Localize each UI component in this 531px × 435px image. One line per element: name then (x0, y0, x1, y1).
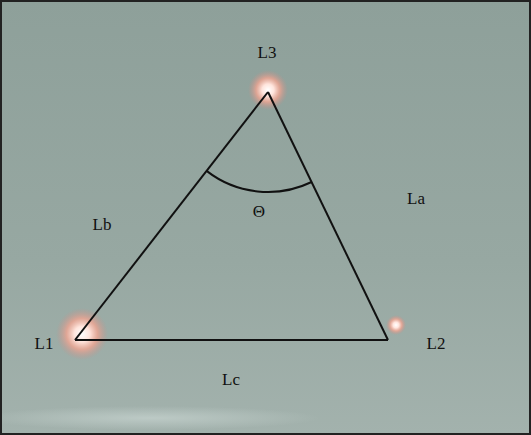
angle-arc (207, 171, 312, 192)
angle-label: Θ (253, 203, 265, 220)
reflection (0, 406, 320, 430)
vertex-label: L3 (258, 44, 277, 61)
side-label: Lb (93, 216, 112, 233)
vertex-label: L1 (35, 335, 54, 352)
light-spot (248, 70, 288, 110)
side-label: Lc (222, 371, 240, 388)
side-line (75, 339, 388, 341)
side-label: La (407, 190, 425, 207)
light-spot (56, 308, 108, 360)
side-line (268, 92, 388, 340)
light-spot (386, 315, 406, 335)
side-line (75, 92, 268, 340)
vertex-label: L2 (427, 335, 446, 352)
